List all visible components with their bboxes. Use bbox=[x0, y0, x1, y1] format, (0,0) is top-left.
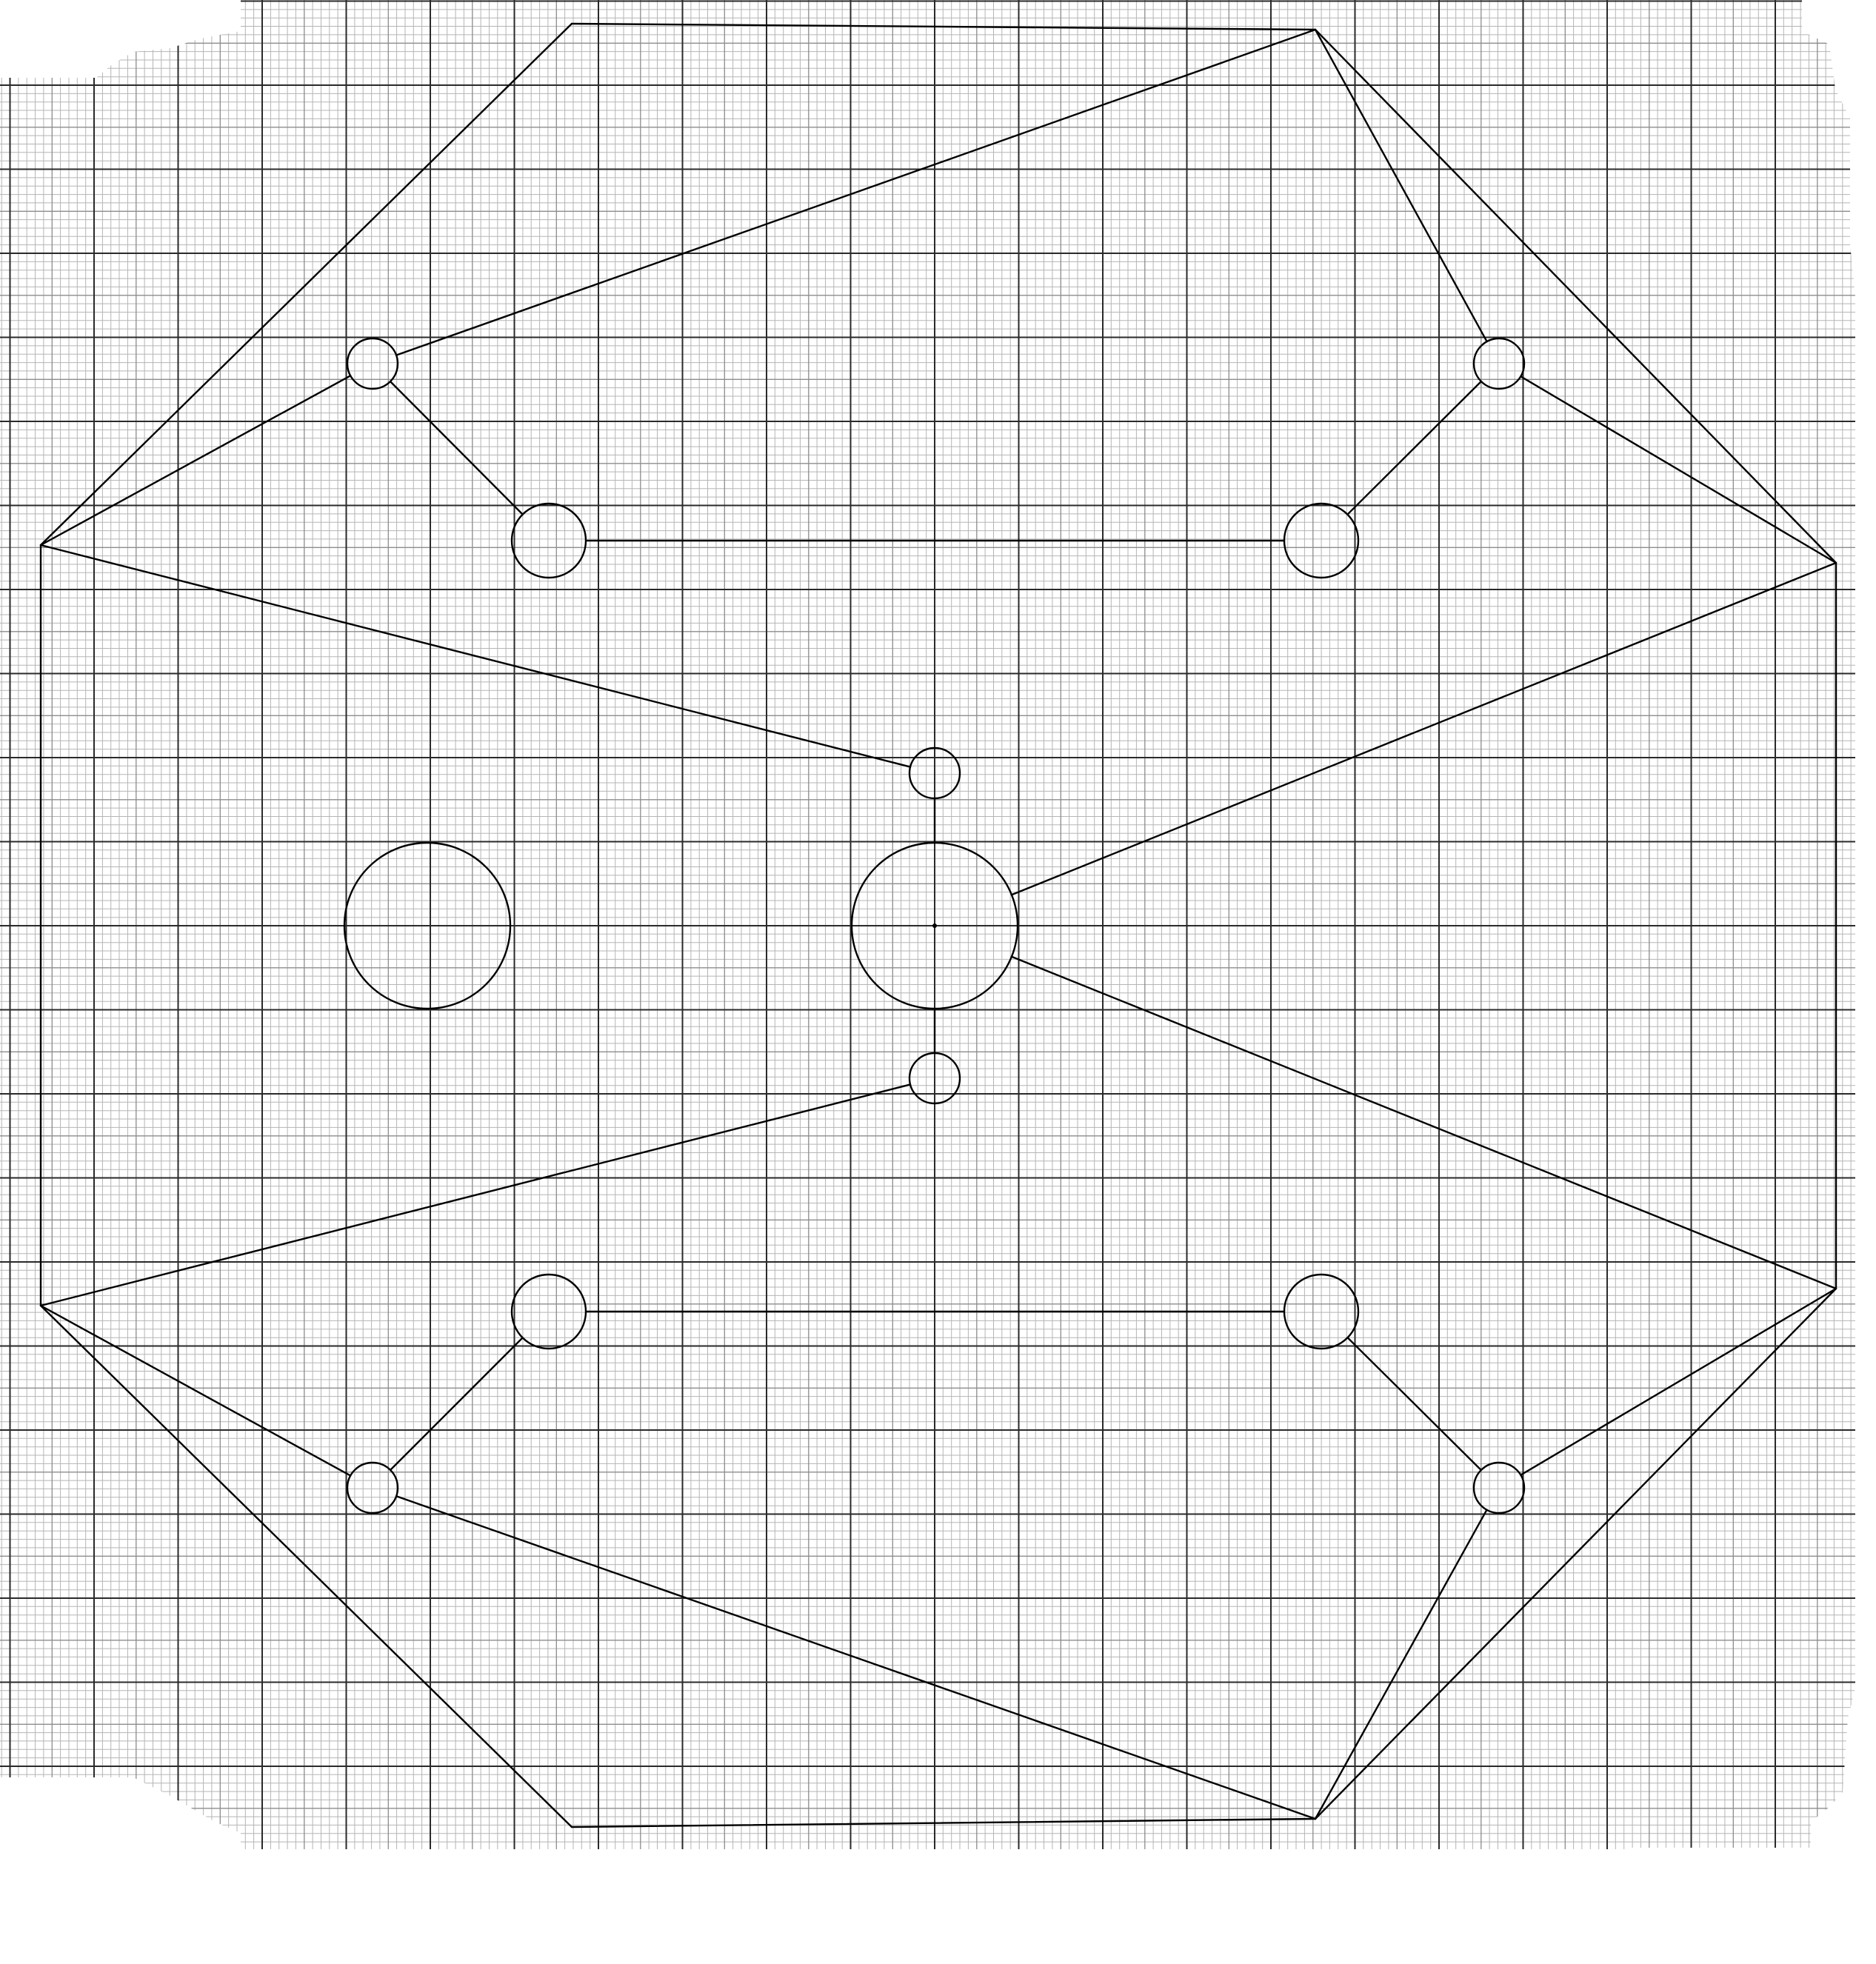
edge-bottom-mid-to-v-left-lower bbox=[39, 1083, 912, 1307]
node-lower-left-b bbox=[510, 1273, 587, 1350]
node-upper-right-a bbox=[1472, 337, 1526, 390]
diagram-edges bbox=[39, 22, 1837, 1828]
edge-lower-left-a-to-v-bot-right bbox=[395, 1495, 1317, 1820]
edge-lower-right-b-to-lower-right-a bbox=[1346, 1336, 1483, 1472]
edge-v-right-lower-to-v-bot-right bbox=[1314, 1287, 1837, 1820]
edge-v-left-upper-to-top-mid bbox=[39, 544, 912, 768]
edge-v-bot-left-to-v-left-lower bbox=[39, 1304, 573, 1828]
node-upper-right-b bbox=[1283, 502, 1360, 579]
edge-lower-right-a-to-v-bot-right bbox=[1314, 1509, 1488, 1820]
node-top-mid bbox=[908, 746, 961, 800]
edge-v-top-right-to-v-right-upper bbox=[1314, 28, 1837, 564]
node-lower-right-a bbox=[1472, 1461, 1526, 1514]
node-lower-left-a bbox=[346, 1461, 399, 1514]
edge-v-left-lower-to-lower-left-a bbox=[39, 1304, 352, 1477]
edge-v-bot-right-to-v-bot-left bbox=[570, 1817, 1317, 1828]
edge-upper-right-a-to-upper-right-b bbox=[1346, 380, 1483, 515]
edge-center-to-v-right-upper bbox=[1010, 561, 1837, 896]
edge-v-top-left-to-v-top-right bbox=[570, 22, 1317, 31]
node-lower-right-b bbox=[1283, 1273, 1360, 1350]
edge-v-left-upper-to-upper-left-a bbox=[39, 375, 352, 547]
node-center bbox=[850, 841, 1019, 1010]
edge-center-to-v-right-lower bbox=[1010, 955, 1837, 1290]
edge-upper-left-a-to-v-top-right bbox=[395, 28, 1317, 356]
center-dot bbox=[932, 923, 937, 928]
edge-lower-right-a-to-v-right-lower bbox=[1520, 1287, 1837, 1476]
edge-v-top-right-to-upper-right-a bbox=[1314, 28, 1488, 343]
edge-upper-right-a-to-v-right-upper bbox=[1520, 375, 1837, 564]
edge-v-left-upper-to-v-top-left bbox=[39, 22, 573, 547]
node-left-large bbox=[343, 841, 512, 1010]
node-bottom-mid bbox=[908, 1052, 961, 1105]
diagram-nodes bbox=[343, 337, 1526, 1514]
edge-upper-left-a-to-upper-left-b bbox=[389, 380, 524, 515]
node-upper-left-a bbox=[346, 337, 399, 390]
edge-lower-left-a-to-lower-left-b bbox=[389, 1337, 524, 1472]
node-upper-left-b bbox=[510, 502, 587, 579]
